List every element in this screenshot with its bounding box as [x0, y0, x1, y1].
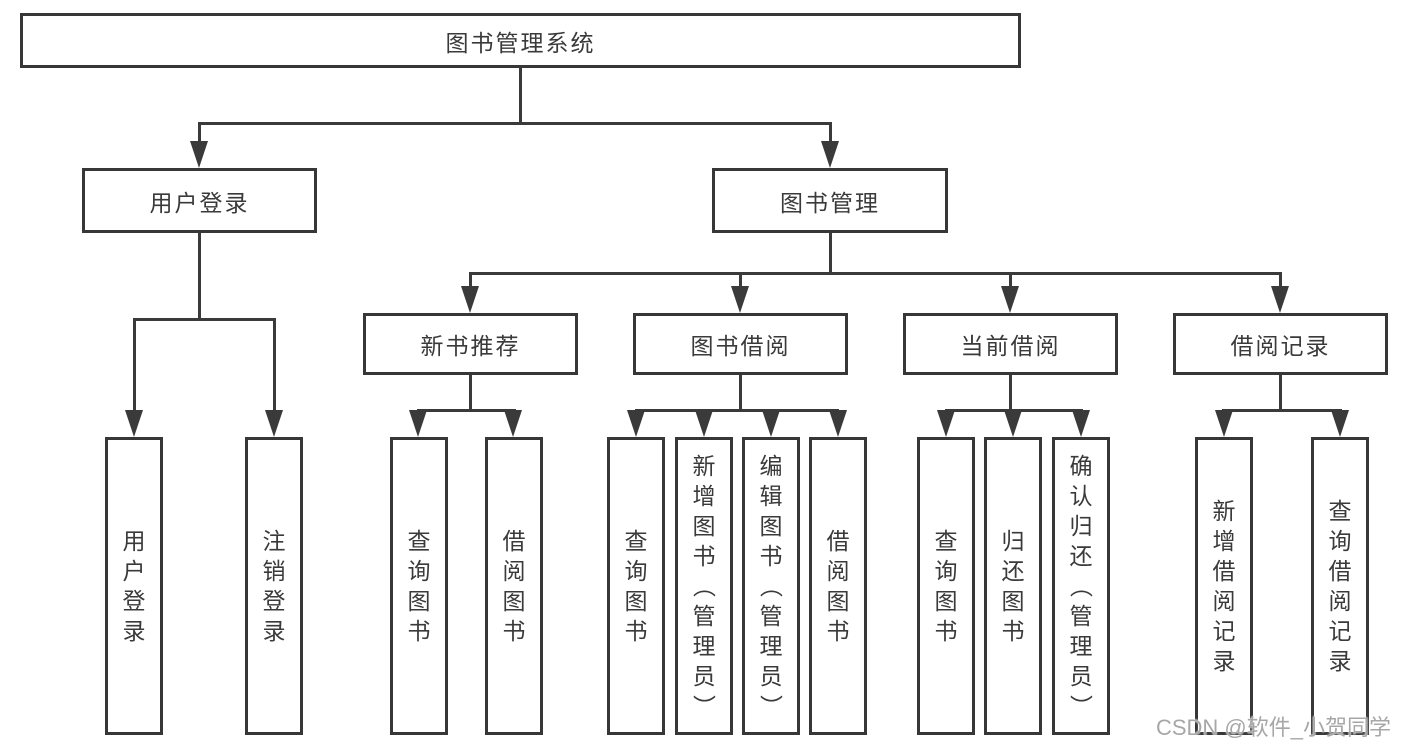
arrowhead	[190, 141, 208, 168]
connector-current-stem	[1009, 375, 1012, 409]
leaf-confirm-return-admin: 确认归还（管理员）	[1052, 437, 1110, 735]
leaf-add-borrow-record: 新增借阅记录	[1195, 437, 1253, 735]
leaf-user-login: 用户登录	[105, 437, 163, 735]
leaf-logout: 注销登录	[245, 437, 303, 735]
node-user-login: 用户登录	[82, 168, 317, 233]
connector-record-stem	[1279, 375, 1282, 409]
leaf-borrow-book-label: 借阅图书	[826, 528, 850, 644]
node-borrow-record: 借阅记录	[1173, 313, 1388, 375]
leaf-query-book-borrow-label: 查询图书	[624, 528, 648, 644]
arrowhead	[461, 286, 479, 313]
arrowhead	[1072, 410, 1090, 437]
leaf-edit-book-admin: 编辑图书（管理员）	[742, 437, 800, 735]
csdn-watermark: CSDN @软件_小贺同学	[1155, 715, 1391, 740]
leaf-query-book-recommend-label: 查询图书	[407, 528, 431, 644]
node-user-login-label: 用户登录	[149, 189, 250, 216]
node-book-management-label: 图书管理	[780, 189, 880, 216]
node-new-book-recommend: 新书推荐	[363, 313, 578, 375]
arrowhead	[731, 286, 749, 313]
connector-record-bus	[1222, 409, 1342, 412]
connector-book-mgmt-drop-2	[739, 272, 742, 290]
connector-user-login-drop-2	[273, 318, 276, 413]
arrowhead	[125, 410, 143, 437]
arrowhead	[829, 410, 847, 437]
node-root-label: 图书管理系统	[445, 29, 596, 56]
arrowhead	[504, 410, 522, 437]
connector-user-login-drop-1	[133, 318, 136, 413]
leaf-add-book-admin-label: 新增图书（管理员）	[691, 453, 717, 718]
leaf-add-borrow-record-label: 新增借阅记录	[1212, 498, 1236, 674]
arrowhead	[627, 410, 645, 437]
node-borrow-record-label: 借阅记录	[1230, 333, 1331, 359]
leaf-query-book-current-label: 查询图书	[934, 528, 958, 644]
arrowhead	[1001, 286, 1019, 313]
leaf-borrow-book-recommend: 借阅图书	[485, 437, 543, 735]
node-book-borrow-label: 图书借阅	[690, 333, 791, 359]
arrowhead	[1331, 410, 1349, 437]
connector-user-login-stem	[198, 233, 201, 318]
node-new-book-recommend-label: 新书推荐	[420, 333, 521, 359]
leaf-query-borrow-record: 查询借阅记录	[1311, 437, 1369, 735]
connector-book-mgmt-drop-1	[469, 272, 472, 290]
leaf-query-book-recommend: 查询图书	[390, 437, 448, 735]
connector-root-stem	[519, 68, 522, 122]
connector-borrow-stem	[739, 375, 742, 409]
leaf-query-book-current: 查询图书	[917, 437, 975, 735]
node-current-borrow-label: 当前借阅	[960, 333, 1061, 359]
leaf-return-book-label: 归还图书	[1001, 528, 1025, 644]
leaf-query-book-borrow: 查询图书	[607, 437, 665, 735]
connector-root-bus	[198, 122, 832, 125]
arrowhead	[937, 410, 955, 437]
arrowhead	[1004, 410, 1022, 437]
connector-book-mgmt-drop-3	[1009, 272, 1012, 290]
arrowhead	[695, 410, 713, 437]
arrowhead	[1215, 410, 1233, 437]
leaf-query-borrow-record-label: 查询借阅记录	[1328, 498, 1352, 674]
arrowhead	[1271, 286, 1289, 313]
connector-recommend-bus	[417, 409, 516, 412]
connector-recommend-stem	[469, 375, 472, 409]
connector-book-mgmt-stem	[829, 233, 832, 272]
arrowhead	[762, 410, 780, 437]
connector-root-drop-left	[198, 122, 201, 146]
leaf-user-login-label: 用户登录	[122, 528, 146, 644]
connector-borrow-bus	[635, 409, 839, 412]
leaf-add-book-admin: 新增图书（管理员）	[675, 437, 733, 735]
connector-book-mgmt-bus	[469, 272, 1282, 275]
leaf-borrow-book: 借阅图书	[809, 437, 867, 735]
arrowhead	[409, 410, 427, 437]
connector-user-login-bus	[133, 318, 276, 321]
node-book-borrow: 图书借阅	[633, 313, 848, 375]
leaf-borrow-book-recommend-label: 借阅图书	[502, 528, 526, 644]
leaf-logout-label: 注销登录	[262, 528, 286, 644]
connector-root-drop-right	[829, 122, 832, 146]
arrowhead	[821, 141, 839, 168]
node-root: 图书管理系统	[20, 13, 1021, 68]
leaf-edit-book-admin-label: 编辑图书（管理员）	[758, 453, 784, 718]
leaf-confirm-return-admin-label: 确认归还（管理员）	[1068, 453, 1094, 718]
node-book-management: 图书管理	[712, 168, 948, 233]
connector-book-mgmt-drop-4	[1279, 272, 1282, 290]
node-current-borrow: 当前借阅	[903, 313, 1118, 375]
arrowhead	[265, 410, 283, 437]
leaf-return-book: 归还图书	[984, 437, 1042, 735]
